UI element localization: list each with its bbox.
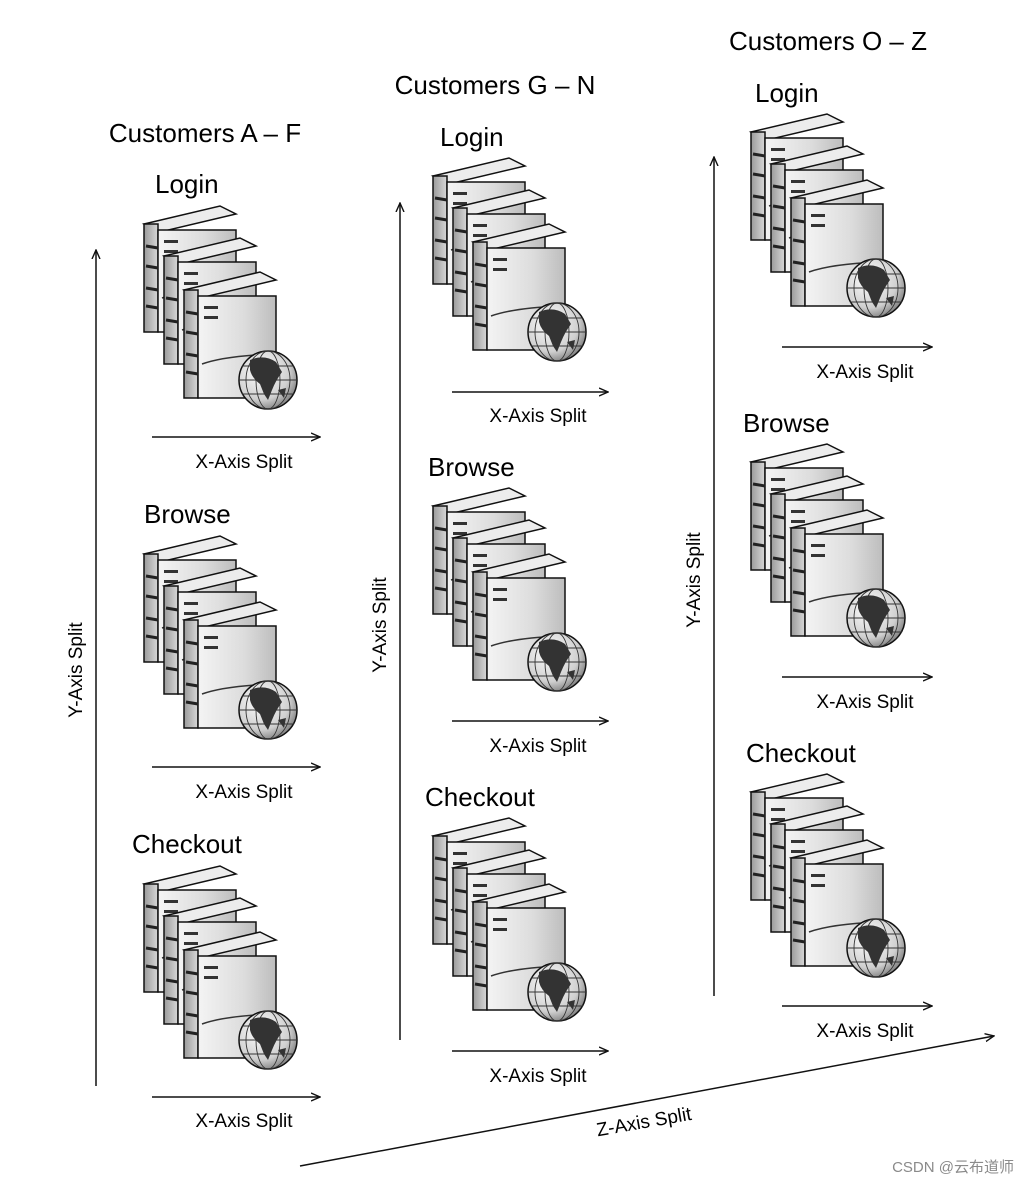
function-label: Browse bbox=[743, 408, 830, 438]
globe-icon bbox=[846, 588, 906, 648]
x-axis-label: X-Axis Split bbox=[816, 692, 914, 713]
globe-icon bbox=[527, 302, 587, 362]
globe-icon bbox=[238, 680, 298, 740]
x-axis-label: X-Axis Split bbox=[489, 736, 587, 757]
column-title: Customers O – Z bbox=[729, 26, 927, 56]
globe-icon bbox=[238, 1010, 298, 1070]
x-axis-label: X-Axis Split bbox=[195, 452, 293, 473]
function-label: Browse bbox=[144, 499, 231, 529]
function-label: Browse bbox=[428, 452, 515, 482]
column-title: Customers G – N bbox=[395, 70, 596, 100]
y-axis-label: Y-Axis Split bbox=[370, 577, 391, 673]
watermark: CSDN @云布道师 bbox=[892, 1159, 1014, 1176]
globe-icon bbox=[527, 632, 587, 692]
x-axis-label: X-Axis Split bbox=[816, 1021, 914, 1042]
function-label: Checkout bbox=[132, 829, 243, 859]
y-axis-label: Y-Axis Split bbox=[684, 532, 705, 628]
x-axis-label: X-Axis Split bbox=[195, 782, 293, 803]
z-axis-label: Z-Axis Split bbox=[595, 1104, 694, 1141]
globe-icon bbox=[846, 918, 906, 978]
x-axis-label: X-Axis Split bbox=[489, 1066, 587, 1087]
y-axis-label: Y-Axis Split bbox=[66, 622, 87, 718]
function-label: Checkout bbox=[425, 782, 536, 812]
globe-icon bbox=[238, 350, 298, 410]
function-label: Login bbox=[755, 78, 819, 108]
globe-icon bbox=[527, 962, 587, 1022]
function-label: Login bbox=[440, 122, 504, 152]
x-axis-label: X-Axis Split bbox=[195, 1111, 293, 1132]
column-title: Customers A – F bbox=[109, 118, 301, 148]
x-axis-label: X-Axis Split bbox=[816, 362, 914, 383]
x-axis-label: X-Axis Split bbox=[489, 406, 587, 427]
function-label: Checkout bbox=[746, 738, 857, 768]
z-axis-arrow bbox=[299, 1036, 994, 1167]
globe-icon bbox=[846, 258, 906, 318]
function-label: Login bbox=[155, 169, 219, 199]
